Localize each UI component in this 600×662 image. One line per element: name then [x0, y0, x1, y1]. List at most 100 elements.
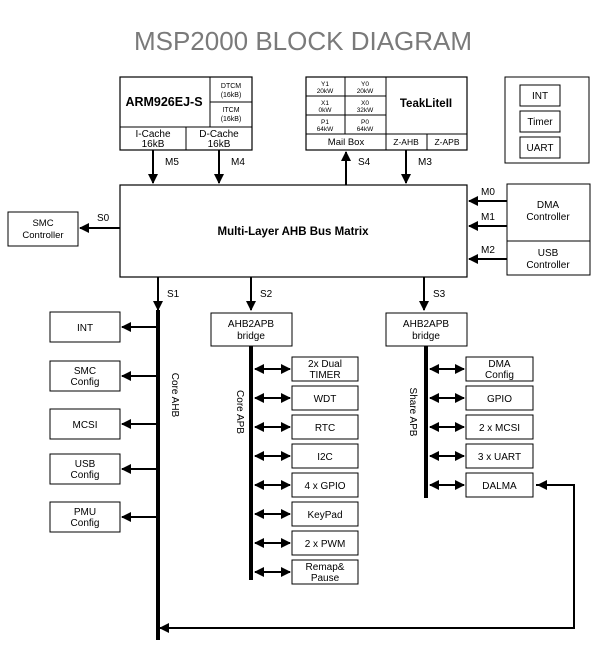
itcm-size: (16kB) — [221, 116, 242, 123]
zapb-label: Z-APB — [434, 137, 459, 147]
share-periph-label: DMA — [488, 359, 511, 370]
usb-controller-line1: USB — [538, 248, 559, 259]
share-periph-label: 2 x MCSI — [479, 423, 520, 434]
apb-periph-label: 4 x GPIO — [304, 481, 345, 492]
share-periph-label: GPIO — [487, 394, 512, 405]
apb-periph-label: KeyPad — [307, 510, 342, 521]
arm-cpu-block: ARM926EJ-S DTCM (16kB) ITCM (16kB) I-Cac… — [119, 76, 253, 151]
share-periph-label: Config — [485, 370, 514, 381]
port-s1: S1 — [167, 289, 180, 300]
share-periph-label: 3 x UART — [478, 452, 521, 463]
apb-periph-block: I2C — [291, 443, 359, 469]
teak-mem-bank-size: 20kW — [357, 88, 374, 95]
teak-int-label: INT — [532, 91, 548, 102]
port-m3: M3 — [418, 157, 432, 168]
apb-periph-label: Pause — [311, 573, 340, 584]
ahb-periph-block: MCSI — [49, 408, 121, 440]
mailbox-label: Mail Box — [328, 137, 365, 148]
share-apb-label: Share APB — [407, 388, 418, 437]
port-s2: S2 — [260, 289, 273, 300]
ahb2apb-bridge-core: AHB2APB bridge — [210, 312, 293, 347]
port-m0: M0 — [481, 187, 495, 198]
teak-uart-label: UART — [526, 143, 553, 154]
core-apb-label: Core APB — [234, 390, 245, 434]
share-periph-block: 3 x UART — [465, 443, 534, 469]
share-periph-label: DALMA — [482, 481, 517, 492]
bus-matrix-block: Multi-Layer AHB Bus Matrix — [119, 184, 468, 278]
port-m1: M1 — [481, 212, 495, 223]
core-ahb-label: Core AHB — [169, 373, 180, 418]
ahb-periph-label: Config — [71, 470, 100, 481]
teak-mem-bank-name: P0 — [361, 119, 369, 126]
icache-label: I-Cache — [135, 129, 170, 140]
teak-peripherals-block: INT Timer UART — [504, 76, 590, 164]
dma-controller-line1: DMA — [537, 200, 560, 211]
teak-mem-bank-size: 20kW — [317, 88, 334, 95]
teak-mem-bank-size: 0kW — [319, 107, 333, 114]
apb-periph-label: Remap& — [306, 562, 345, 573]
apb-periph-label: TIMER — [309, 370, 340, 381]
dcache-label: D-Cache — [199, 129, 239, 140]
port-m2: M2 — [481, 245, 495, 256]
port-s3: S3 — [433, 289, 446, 300]
apb-periph-label: RTC — [315, 423, 335, 434]
ahb-periph-block: INT — [49, 311, 121, 343]
teak-mem-bank-name: X0 — [361, 100, 369, 107]
diagram-title: MSP2000 BLOCK DIAGRAM — [134, 26, 472, 56]
apb-periph-block: Remap&Pause — [291, 559, 359, 585]
bridge1-line2: bridge — [237, 331, 265, 342]
apb-periph-block: 4 x GPIO — [291, 472, 359, 498]
teak-timer-label: Timer — [527, 117, 553, 128]
share-periph-block: DALMA — [465, 472, 534, 498]
teak-dsp-block: TeakLiteII Y120kWY020kWX10kWX032kWP164kW… — [305, 76, 468, 151]
dma-controller-block: DMA Controller — [506, 183, 591, 243]
dtcm-size: (16kB) — [221, 92, 242, 99]
apb-periph-block: KeyPad — [291, 501, 359, 527]
ahb-periph-label: MCSI — [73, 420, 98, 431]
smc-controller-line1: SMC — [32, 218, 53, 229]
ahb-periph-label: Config — [71, 518, 100, 529]
apb-periph-block: 2 x PWM — [291, 530, 359, 556]
port-s0: S0 — [97, 213, 110, 224]
smc-controller-line2: Controller — [22, 230, 63, 241]
port-m5: M5 — [165, 157, 179, 168]
bridge1-line1: AHB2APB — [228, 319, 274, 330]
ahb-periph-label: INT — [77, 323, 93, 334]
apb-periph-label: 2 x PWM — [305, 539, 346, 550]
apb-periph-label: WDT — [314, 394, 337, 405]
port-s4: S4 — [358, 157, 371, 168]
teak-mem-bank-name: Y0 — [361, 81, 369, 88]
usb-controller-block: USB Controller — [506, 240, 591, 276]
teak-mem-bank-name: P1 — [321, 119, 329, 126]
share-periph-block: 2 x MCSI — [465, 414, 534, 440]
bridge2-line1: AHB2APB — [403, 319, 449, 330]
teak-mem-bank-size: 64kW — [357, 126, 374, 133]
teak-mem-bank-size: 32kW — [357, 107, 374, 114]
bridge2-line2: bridge — [412, 331, 440, 342]
dma-controller-line2: Controller — [526, 212, 570, 223]
arm-name: ARM926EJ-S — [125, 95, 202, 109]
teak-mem-bank-name: X1 — [321, 100, 329, 107]
dcache-size: 16kB — [208, 139, 231, 150]
dtcm-label: DTCM — [221, 83, 241, 90]
dalma-feedback-line — [159, 484, 575, 633]
apb-periph-block: WDT — [291, 385, 359, 411]
zahb-label: Z-AHB — [393, 137, 419, 147]
ahb-periph-label: USB — [75, 459, 96, 470]
teak-mem-bank-size: 64kW — [317, 126, 334, 133]
icache-size: 16kB — [142, 139, 165, 150]
apb-periph-label: I2C — [317, 452, 333, 463]
ahb-periph-label: PMU — [74, 507, 96, 518]
share-periph-block: GPIO — [465, 385, 534, 411]
teak-mem-bank-name: Y1 — [321, 81, 329, 88]
bus-matrix-label: Multi-Layer AHB Bus Matrix — [217, 226, 369, 238]
apb-periph-label: 2x Dual — [308, 359, 342, 370]
itcm-label: ITCM — [222, 107, 239, 114]
